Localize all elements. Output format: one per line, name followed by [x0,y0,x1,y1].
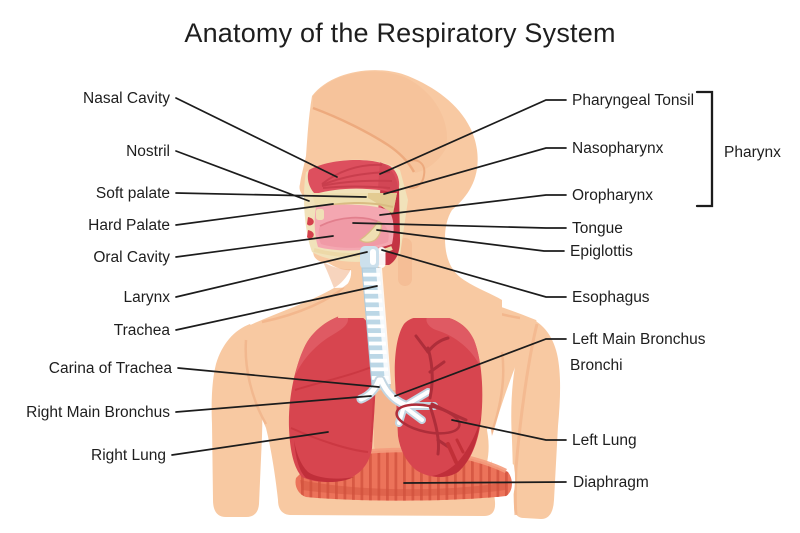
leader-nasopharynx [383,147,567,195]
larynx-shape [360,246,379,269]
leader-larynx [175,251,368,298]
label-hard-palate: Hard Palate [88,217,170,234]
leader-epiglottis [376,229,565,252]
airway [356,246,468,464]
left-lung-shape [394,315,483,478]
left-lung-shadow [432,416,481,477]
page-title: Anatomy of the Respiratory System [184,18,615,48]
leader-right-lung [171,431,329,456]
esophagus-shape [377,247,386,268]
leader-soft-palate [175,192,367,198]
left-lung-highlight [426,315,480,366]
labels: Anatomy of the Respiratory System Nasal … [26,18,781,491]
neck-shadow [398,238,412,286]
label-right-main-bronchus: Right Main Bronchus [26,404,170,421]
mediastinum-shadow [374,390,402,454]
front-teeth [316,209,324,220]
right-lung-fissure [290,427,369,453]
trachea-highlight [376,268,391,384]
larynx-highlight [370,249,376,265]
label-soft-palate: Soft palate [96,185,170,202]
left-lung-lobe-outline [395,403,461,435]
label-nasal-cavity: Nasal Cavity [83,90,170,107]
label-oral-cavity: Oral Cavity [93,249,170,266]
label-diaphragm: Diaphragm [573,474,649,491]
jaw-shadow [323,262,351,288]
right-lung-fissure [294,365,375,391]
ear [406,159,426,189]
label-nostril: Nostril [126,143,170,160]
label-right-lung: Right Lung [91,447,166,464]
leader-left-main-bronchus [394,338,567,397]
bronchial-tree [414,334,468,456]
label-bronchi: Bronchi [570,357,623,374]
label-carina-of-trachea: Carina of Trachea [49,360,173,377]
hair [313,71,447,173]
leader-tongue [352,222,567,229]
head-cross-section [304,159,408,268]
lung-mark [455,438,465,454]
label-epiglottis: Epiglottis [570,243,633,260]
leader-oral-cavity [175,235,334,258]
nasal-cavity-back [378,162,398,193]
tongue-outline [319,216,382,227]
lower-lip [307,230,314,239]
shoulder-shading-right [261,281,353,324]
label-trachea: Trachea [114,322,171,339]
label-esophagus: Esophagus [572,289,650,306]
leader-hard-palate [175,203,334,226]
figure-left-arm [511,320,561,519]
leader-left-lung [451,419,567,441]
leader-oropharynx [379,194,567,216]
diaphragm-band [300,480,507,496]
deltoid-line-right [244,339,268,425]
lung-mark [446,442,458,464]
leader-carina-of-trachea [177,367,380,388]
human-figure [211,70,561,519]
leader-nasal-cavity [175,97,338,178]
label-nasopharynx: Nasopharynx [572,140,664,157]
label-larynx: Larynx [123,289,170,306]
leader-lines [171,90,714,484]
label-pharynx: Pharynx [724,144,781,161]
soft-palate-shape [368,193,397,214]
leader-nostril [175,150,310,202]
label-left-main-bronchus: Left Main Bronchus [572,331,706,348]
upper-lip [307,217,314,226]
label-oropharynx: Oropharynx [572,187,653,204]
label-left-lung: Left Lung [572,432,637,449]
nasal-cavity-shape [307,160,400,194]
pharynx-bracket [695,90,714,208]
label-tongue: Tongue [572,220,623,237]
leader-pharyngeal-tonsil [379,99,567,175]
leader-right-main-bronchus [175,395,372,413]
leader-trachea [175,285,378,331]
right-lung-highlight [295,314,349,376]
leader-esophagus [381,249,567,298]
arm-shading [513,323,539,516]
label-pharyngeal-tonsil: Pharyngeal Tonsil [572,92,694,109]
nasal-turbinates [321,163,393,189]
leader-diaphragm [403,481,567,484]
